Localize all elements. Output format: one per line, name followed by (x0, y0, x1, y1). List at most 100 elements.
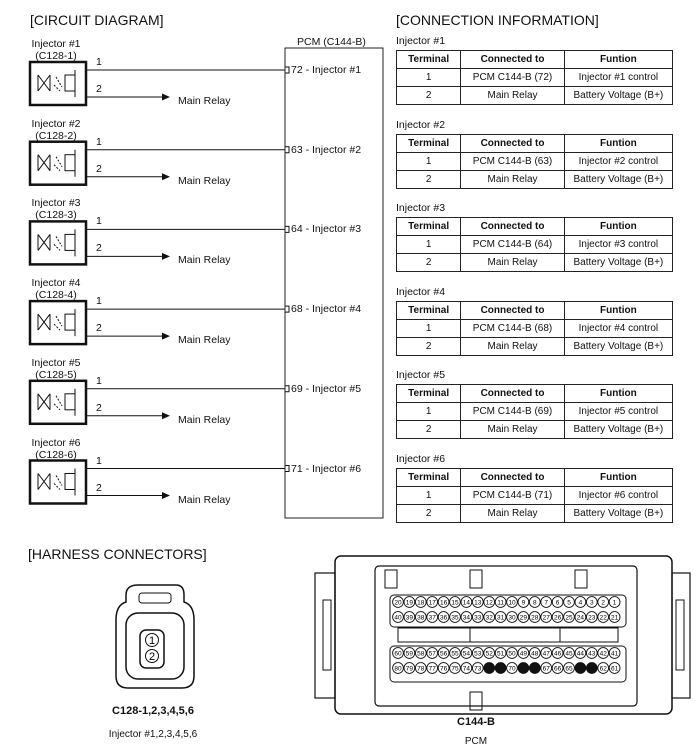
c144b-pin (437, 596, 450, 608)
pcm-pin-label: 64 - Injector #3 (291, 223, 362, 236)
c144b-pin (551, 596, 564, 608)
c144b-pin (517, 611, 530, 623)
table-cell: PCM C144-B (68) (460, 318, 565, 338)
c144b-pin (426, 647, 439, 659)
table-cell: Injector #4 control (563, 318, 674, 338)
c144b-pin (608, 662, 621, 674)
c144b-pin-number: 30 (508, 615, 516, 622)
c144b-pin (449, 596, 461, 608)
c144b-pin-number: 2 (601, 600, 605, 607)
c128-pin-number: 1 (149, 635, 155, 647)
table-cell: PCM C144-B (64) (460, 235, 565, 255)
c144b-pin (563, 647, 575, 659)
connection-table-title: Injector #6 (396, 453, 446, 465)
connection-info-heading: [CONNECTION INFORMATION] (396, 12, 599, 28)
c144b-pin (414, 596, 427, 608)
injector-connector-id: (C128-2) (35, 129, 77, 142)
c144b-pin-number: 33 (474, 615, 482, 622)
c144b-pin (471, 662, 484, 674)
c144b-pin-number: 77 (429, 666, 437, 673)
injector-symbol (28, 459, 88, 505)
table-cell: Main Relay (460, 420, 565, 440)
c144b-pin (585, 611, 598, 623)
c128-pin (145, 649, 159, 663)
column-header: Terminal (395, 300, 462, 320)
c144b-pin-number: 27 (543, 615, 551, 622)
table-cell: Battery Voltage (B+) (563, 504, 674, 523)
c144b-pin-number: 28 (531, 615, 539, 622)
injector-name: Injector #4 (31, 277, 81, 290)
column-header: Funtion (563, 50, 674, 69)
table-cell: Battery Voltage (B+) (563, 253, 674, 273)
c144b-pin-number: 8 (533, 600, 537, 607)
c144b-pin-number: 67 (543, 666, 551, 673)
c144b-pin (506, 611, 518, 623)
table-cell: PCM C144-B (63) (460, 151, 565, 171)
c144b-pin (574, 596, 587, 608)
c144b-pin-number: 54 (463, 651, 471, 658)
injector-name: Injector #1 (31, 38, 81, 50)
c144b-pin (528, 596, 541, 608)
table-cell: 2 (395, 86, 462, 105)
c144b-pin-number: 43 (588, 651, 596, 658)
c144b-pin (506, 647, 518, 659)
c144b-pin (494, 596, 507, 608)
c144b-pin (392, 611, 404, 623)
c144b-pin-number: 38 (417, 615, 425, 622)
c144b-pin-number: 21 (611, 615, 619, 622)
c144b-pin (403, 647, 416, 659)
connection-table-title: Injector #4 (396, 285, 446, 298)
c144b-pin (392, 647, 404, 659)
injector-symbol (28, 379, 88, 426)
pcm-pin-label: 68 - Injector #4 (291, 303, 362, 316)
pcm-terminal-mark (285, 305, 290, 313)
c144b-pin-number: 12 (486, 600, 494, 607)
column-header: Connected to (460, 50, 565, 69)
c144b-pin (597, 611, 610, 623)
c144b-pin (414, 647, 427, 659)
c128-connector-drawing: 12 (115, 584, 195, 689)
c144b-pin (540, 662, 553, 674)
table-cell: 2 (395, 504, 462, 523)
c144b-pin (585, 647, 598, 659)
arrow-icon (162, 252, 170, 260)
column-header: Connected to (460, 468, 565, 487)
c144b-pin-number: 52 (486, 651, 494, 658)
c144b-pin-number: 6 (556, 600, 560, 607)
c144b-pin-unused (494, 662, 507, 674)
injector-connector-id: (C128-5) (35, 368, 77, 381)
c144b-pin (426, 662, 439, 674)
c144b-pin (471, 647, 484, 659)
injector-name: Injector #6 (31, 436, 81, 449)
c144b-pin-number: 18 (417, 600, 425, 607)
c144b-pin-number: 24 (577, 615, 585, 622)
c144b-pin-number: 60 (394, 651, 402, 658)
column-header: Funtion (563, 300, 674, 320)
c144b-pin (460, 647, 473, 659)
table-cell: 1 (395, 318, 462, 338)
connection-table-title: Injector #2 (396, 118, 446, 131)
c144b-pin-number: 62 (600, 666, 608, 673)
c144b-pin-number: 74 (463, 666, 471, 673)
c144b-pin-number: 17 (429, 600, 437, 607)
c144b-pin (494, 611, 507, 623)
connection-table-title: Injector #1 (396, 35, 446, 47)
table-cell: Main Relay (460, 336, 565, 356)
table-cell: 2 (395, 169, 462, 189)
c144b-pin (608, 611, 621, 623)
c144b-pin (449, 662, 461, 674)
table-cell: 2 (395, 253, 462, 273)
c144b-pin-number: 57 (429, 651, 437, 658)
c144b-pin-unused (528, 662, 541, 674)
c144b-pin-number: 45 (565, 651, 573, 658)
c144b-pin-number: 29 (520, 615, 528, 622)
column-header: Terminal (395, 468, 462, 487)
